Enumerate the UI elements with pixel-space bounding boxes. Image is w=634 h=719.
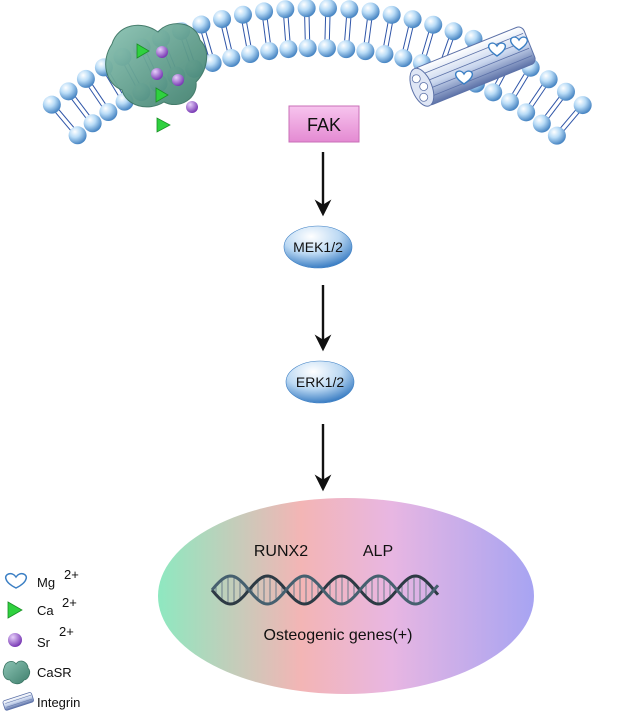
ca-ion xyxy=(136,43,150,59)
sr-ion xyxy=(186,101,198,113)
sr-ion xyxy=(156,46,168,58)
dna-helix-icon xyxy=(210,574,440,606)
legend-item-casr: CaSR xyxy=(2,660,72,685)
osteogenic-genes-label: Osteogenic genes(+) xyxy=(264,627,413,644)
integrin-bundle xyxy=(409,26,536,107)
lipid-head xyxy=(83,114,102,133)
legend-item-integrin: Integrin xyxy=(2,692,80,711)
lipid-head xyxy=(356,42,375,61)
legend: Mg 2+ Ca 2+ Sr 2+ CaSR Integrin xyxy=(2,567,80,711)
lipid-head xyxy=(500,92,519,111)
lipid-head xyxy=(192,15,211,34)
lipid-head xyxy=(260,42,279,61)
integrin-tube-icon xyxy=(2,692,34,711)
mek-label: MEK1/2 xyxy=(293,239,343,255)
lipid-head xyxy=(317,39,336,58)
sr-circle-icon xyxy=(8,633,22,647)
lipid-head xyxy=(361,2,380,21)
legend-sr-charge: 2+ xyxy=(59,624,74,639)
lipid-head xyxy=(484,83,503,102)
lipid-head xyxy=(99,103,118,122)
erk-node: ERK1/2 xyxy=(285,360,355,404)
lipid-head xyxy=(532,114,551,133)
mg-ion xyxy=(509,36,529,51)
lipid-head xyxy=(42,95,61,114)
lipid-head xyxy=(337,40,356,59)
mg-heart-icon xyxy=(4,572,28,589)
lipid-head xyxy=(394,49,413,68)
casr-receptor xyxy=(105,23,208,108)
lipid-head xyxy=(255,2,274,21)
mek-node: MEK1/2 xyxy=(283,225,353,269)
legend-sr-label: Sr xyxy=(37,635,51,650)
ca-ion xyxy=(155,87,169,103)
sr-ion xyxy=(151,68,163,80)
sr-ion xyxy=(172,74,184,86)
fak-node: FAK xyxy=(288,105,360,143)
mg-ion xyxy=(454,70,474,85)
legend-casr-label: CaSR xyxy=(37,665,72,680)
lipid-head xyxy=(403,10,422,29)
lipid-head xyxy=(382,5,401,24)
lipid-head xyxy=(241,45,260,64)
lipid-head xyxy=(319,0,338,18)
ca-triangle-icon xyxy=(7,601,23,619)
lipid-head xyxy=(222,49,241,68)
lipid-head xyxy=(298,39,317,58)
lipid-head xyxy=(276,0,295,19)
lipid-head xyxy=(556,82,575,101)
lipid-head xyxy=(297,0,316,18)
lipid-head xyxy=(424,15,443,34)
legend-mg-label: Mg xyxy=(37,575,55,590)
runx2-label: RUNX2 xyxy=(254,543,308,560)
lipid-head xyxy=(517,103,536,122)
nucleus: RUNX2 ALP Osteogenic genes(+) xyxy=(158,498,534,694)
lipid-head xyxy=(279,40,298,59)
lipid-head xyxy=(68,126,87,145)
lipid-head xyxy=(213,10,232,29)
legend-ca-charge: 2+ xyxy=(62,595,77,610)
alp-label: ALP xyxy=(363,543,393,560)
lipid-head xyxy=(444,22,463,41)
legend-item-ca: Ca 2+ xyxy=(7,595,77,619)
lipid-head xyxy=(340,0,359,19)
legend-mg-charge: 2+ xyxy=(64,567,79,582)
legend-item-sr: Sr 2+ xyxy=(8,624,74,650)
lipid-head xyxy=(573,96,592,115)
lipid-head xyxy=(59,82,78,101)
lipid-head xyxy=(547,126,566,145)
casr-shape-icon xyxy=(2,660,31,685)
legend-item-mg: Mg 2+ xyxy=(4,567,79,590)
lipid-head xyxy=(539,70,558,89)
dna-strand xyxy=(210,574,440,606)
lipid-head xyxy=(76,69,95,88)
lipid-head xyxy=(375,45,394,64)
legend-ca-label: Ca xyxy=(37,603,54,618)
ca-ion xyxy=(156,117,171,133)
fak-label: FAK xyxy=(307,115,341,135)
lipid-head xyxy=(233,5,252,24)
erk-label: ERK1/2 xyxy=(296,374,344,390)
legend-integrin-label: Integrin xyxy=(37,695,80,710)
mg-ion xyxy=(487,42,507,57)
lipid-head xyxy=(203,53,222,72)
